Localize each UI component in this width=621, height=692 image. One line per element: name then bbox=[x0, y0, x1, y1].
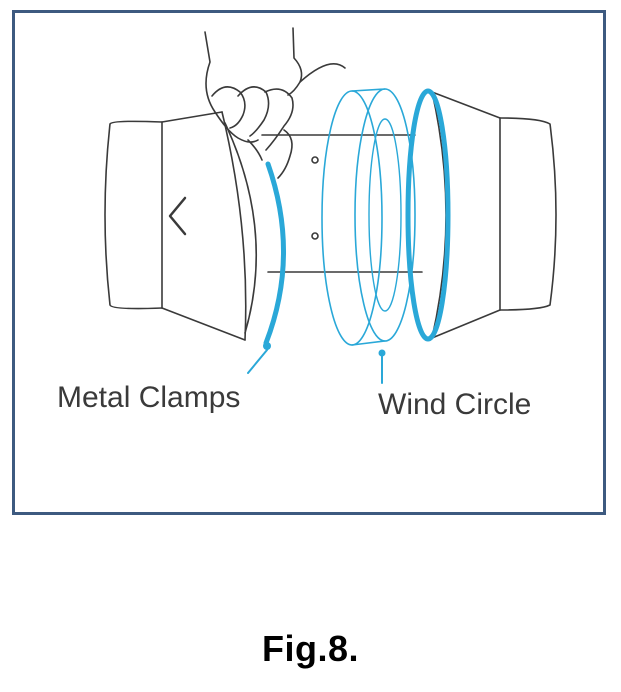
left-duct-section bbox=[104, 111, 257, 341]
arrow-icon bbox=[168, 196, 187, 236]
wind-circle-label: Wind Circle bbox=[378, 388, 532, 421]
metal-clamps-label: Metal Clamps bbox=[57, 381, 241, 414]
metal-clamp bbox=[263, 161, 286, 350]
hand-illustration bbox=[204, 27, 346, 179]
figure-frame bbox=[12, 10, 606, 515]
wind-circle bbox=[321, 88, 451, 346]
right-duct-section bbox=[431, 91, 557, 339]
connecting-rail bbox=[261, 134, 423, 273]
clamp-leader-line bbox=[247, 349, 268, 374]
figure-caption: Fig.8. bbox=[261, 628, 359, 669]
